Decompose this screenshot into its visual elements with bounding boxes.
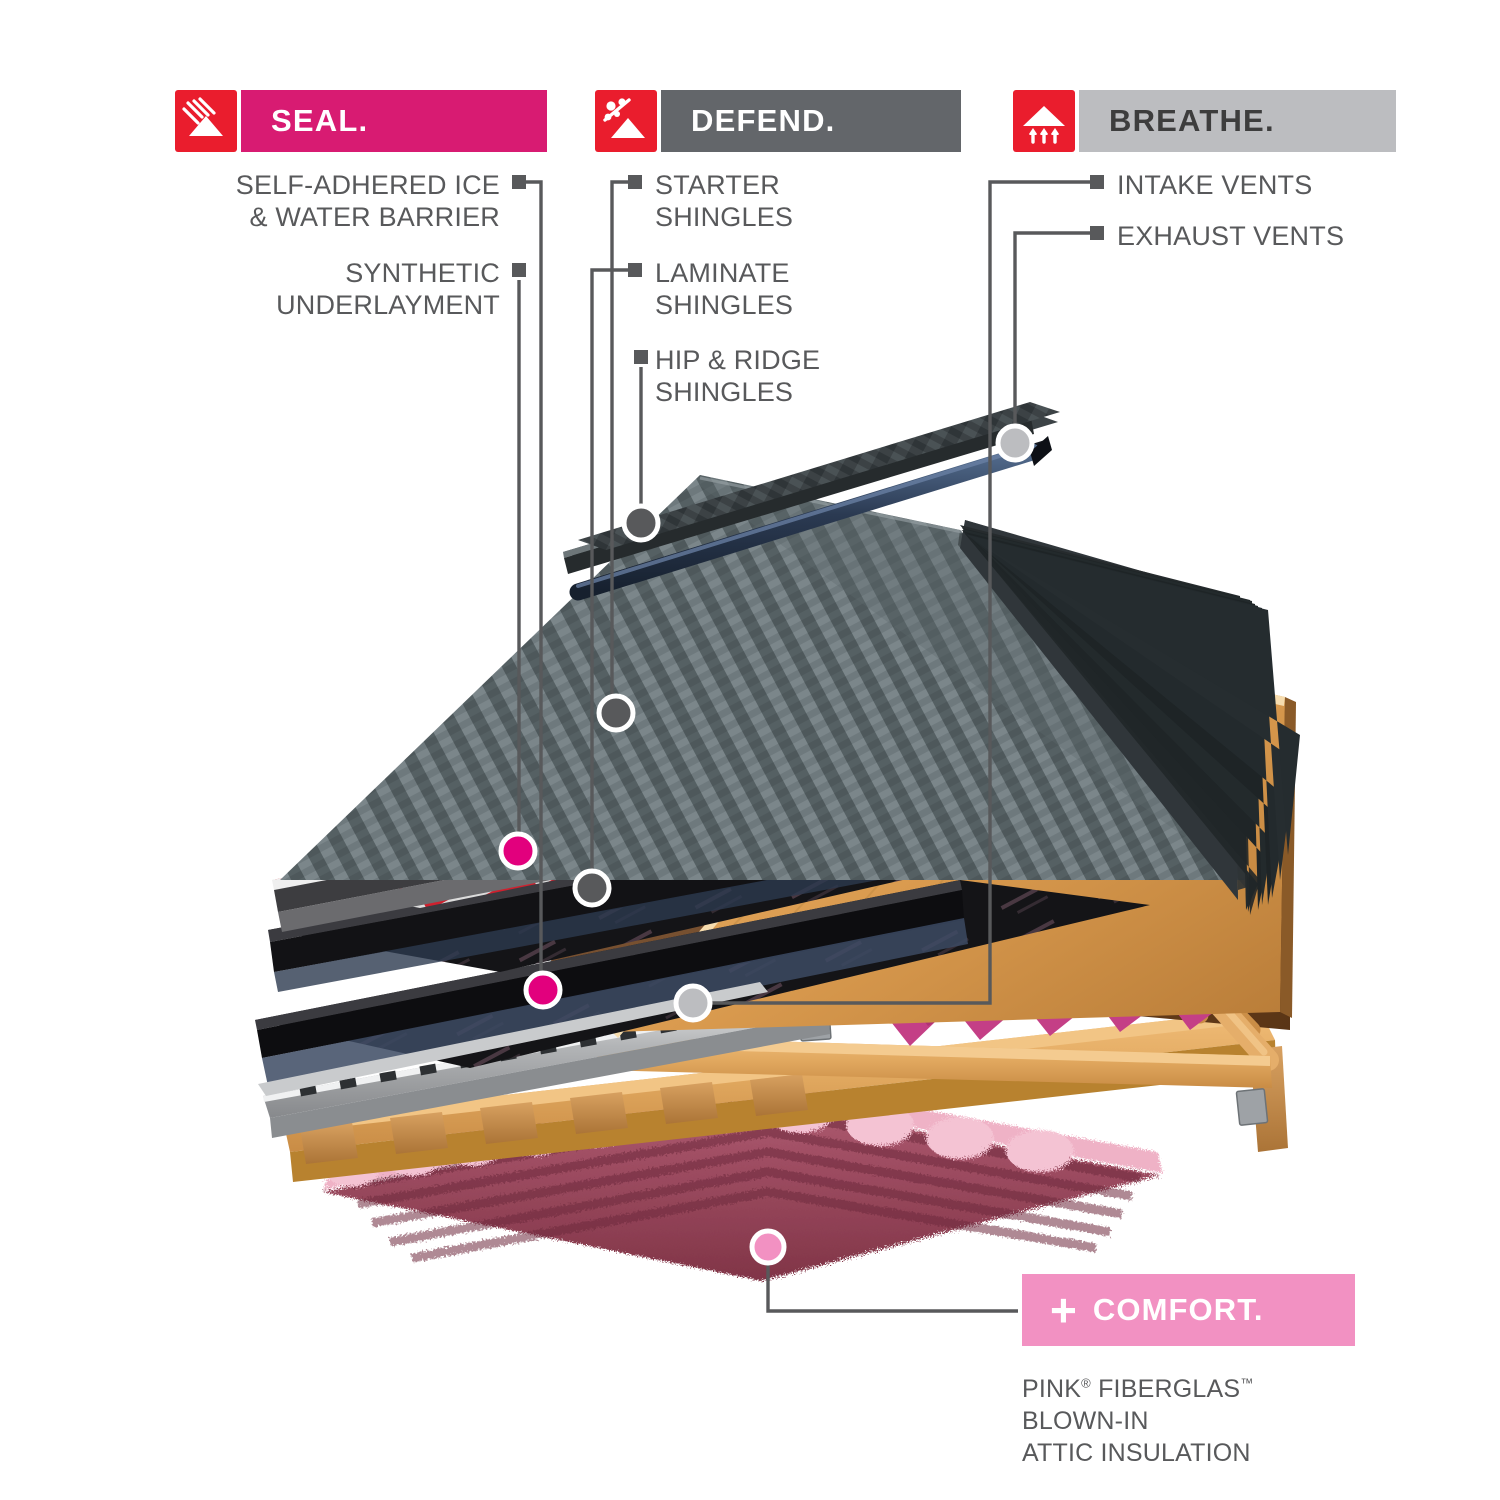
- brand-pink: PINK: [1022, 1375, 1082, 1403]
- roof-trusses: [545, 620, 1290, 1126]
- header-badge-defend[interactable]: DEFEND.: [595, 90, 961, 152]
- roof-hail-icon: [595, 90, 657, 152]
- callout-label-starter-shingles: STARTER SHINGLES: [655, 170, 794, 232]
- header-label-seal: SEAL.: [271, 103, 369, 138]
- gusset-plate: [798, 740, 1269, 1126]
- synthetic-underlayment-layer: [272, 742, 1140, 932]
- callout-label-intake-vents: INTAKE VENTS: [1117, 170, 1313, 200]
- laminate-shingle-field: [280, 475, 1258, 905]
- callout-label-laminate-shingles: LAMINATE SHINGLES: [655, 258, 794, 320]
- ice-water-barrier-layer: [255, 880, 1150, 1086]
- comfort-description-line-3: ATTIC INSULATION: [1022, 1439, 1251, 1467]
- plus-icon: +: [1050, 1284, 1077, 1336]
- batt-insulation: [880, 960, 1222, 1046]
- brand-fiberglas: FIBERGLAS: [1090, 1375, 1241, 1403]
- starter-shingle-strip: [563, 402, 1060, 574]
- dot-synthetic-underlayment: [498, 831, 538, 871]
- dot-comfort: [749, 1228, 787, 1266]
- barrier-sheet-2: [268, 790, 1200, 992]
- comfort-label: COMFORT.: [1092, 1292, 1264, 1327]
- roof-rain-icon: [175, 90, 237, 152]
- dot-laminate-shingles: [572, 868, 612, 908]
- drip-edge-intake-vent: [263, 995, 830, 1138]
- comfort-description: PINK® FIBERGLAS™ BLOWN-IN ATTIC INSULATI…: [1022, 1373, 1253, 1469]
- dot-intake-vents: [673, 983, 713, 1023]
- comfort-description-line-1: PINK® FIBERGLAS™: [1022, 1373, 1253, 1405]
- callout-dots: [498, 423, 1035, 1266]
- callout-label-exhaust-vents: EXHAUST VENTS: [1117, 221, 1345, 251]
- callout-label-synthetic-underlayment: SYNTHETIC UNDERLAYMENT: [276, 258, 500, 320]
- dot-starter-shingles: [596, 693, 636, 733]
- right-roof-plane: [962, 528, 1272, 915]
- blown-in-insulation-layer: [323, 1082, 1162, 1281]
- dot-exhaust-vents: [995, 423, 1035, 463]
- eave-strips: [258, 982, 768, 1096]
- far-right-dark-sheet: [965, 532, 1300, 905]
- callout-label-hip-ridge-shingles: HIP & RIDGE SHINGLES: [655, 345, 821, 407]
- header-label-defend: DEFEND.: [691, 103, 836, 138]
- comfort-description-line-2: BLOWN-IN: [1022, 1407, 1149, 1435]
- dot-ice-water: [523, 970, 563, 1010]
- header-badge-breathe[interactable]: BREATHE.: [1013, 90, 1396, 152]
- registered-mark-icon: ®: [1081, 1375, 1091, 1391]
- roof-airflow-icon: [1013, 90, 1075, 152]
- roof-deck-sheathing: [612, 625, 1296, 1038]
- header-badge-seal[interactable]: SEAL.: [175, 90, 547, 152]
- header-label-breathe: BREATHE.: [1109, 103, 1275, 138]
- ceiling-joists: [283, 1010, 1288, 1182]
- dot-hip-ridge-shingles: [621, 503, 661, 543]
- callout-label-ice-water: SELF-ADHERED ICE & WATER BARRIER: [235, 170, 500, 232]
- comfort-badge[interactable]: + COMFORT.: [1022, 1274, 1355, 1346]
- trademark-mark-icon: ™: [1240, 1375, 1254, 1391]
- hip-and-ridge-cap: [569, 436, 1052, 601]
